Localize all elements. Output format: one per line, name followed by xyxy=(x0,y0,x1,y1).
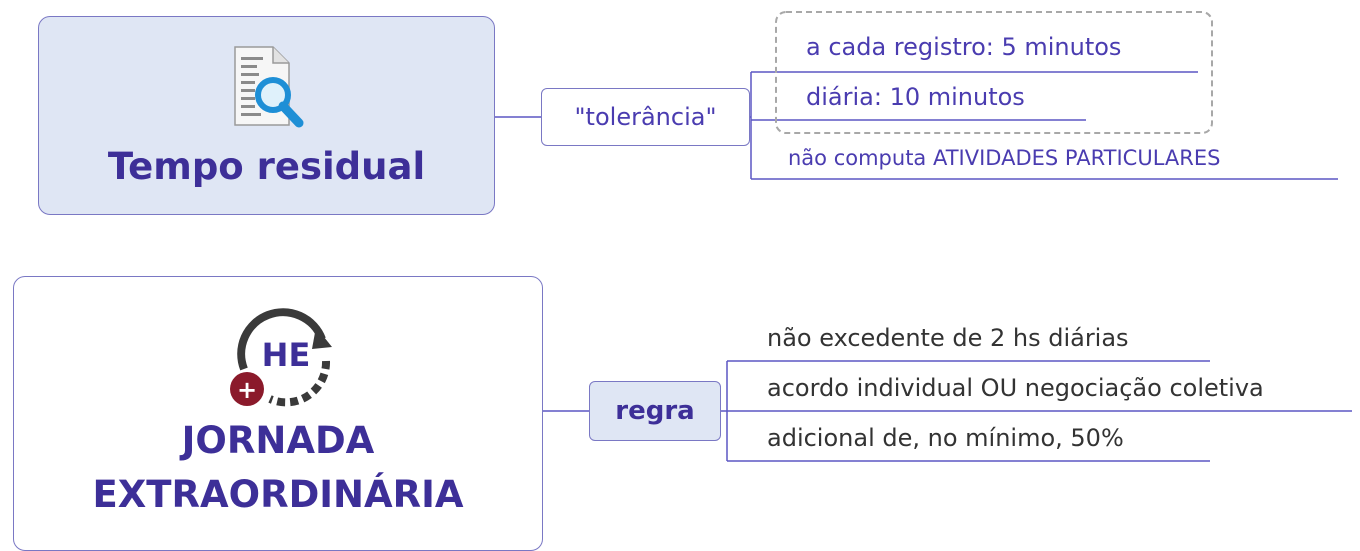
document-search-icon xyxy=(231,45,311,129)
subtopic-regra[interactable]: regra xyxy=(589,381,721,441)
topic-tempo-residual[interactable]: Tempo residual xyxy=(38,16,495,215)
leaf-nao-computa[interactable]: não computa ATIVIDADES PARTICULARES xyxy=(788,146,1221,170)
leaf-acordo-individual[interactable]: acordo individual OU negociação coletiva xyxy=(767,374,1264,402)
subtopic-label: regra xyxy=(615,396,695,426)
topic-title-line2: EXTRAORDINÁRIA xyxy=(92,473,464,516)
plus-badge-icon: + xyxy=(237,376,257,404)
overtime-cycle-icon: HE + xyxy=(226,303,338,411)
topic-jornada-extraordinaria[interactable]: HE + JORNADA EXTRAORDINÁRIA xyxy=(13,276,543,551)
overtime-label: HE xyxy=(262,336,311,374)
leaf-nao-excedente[interactable]: não excedente de 2 hs diárias xyxy=(767,324,1129,352)
connector-tolerancia-bracket xyxy=(750,72,752,179)
connector-regra-bracket xyxy=(721,361,728,461)
topic-title: Tempo residual xyxy=(107,145,426,188)
dashed-group-boundary xyxy=(775,11,1213,134)
topic-title-line1: JORNADA xyxy=(181,419,375,462)
leaf-a-cada-registro[interactable]: a cada registro: 5 minutos xyxy=(806,33,1122,61)
leaf-diaria[interactable]: diária: 10 minutos xyxy=(806,83,1025,111)
subtopic-label: "tolerância" xyxy=(574,103,717,131)
leaf-adicional[interactable]: adicional de, no mínimo, 50% xyxy=(767,424,1124,452)
subtopic-tolerancia[interactable]: "tolerância" xyxy=(541,88,750,146)
